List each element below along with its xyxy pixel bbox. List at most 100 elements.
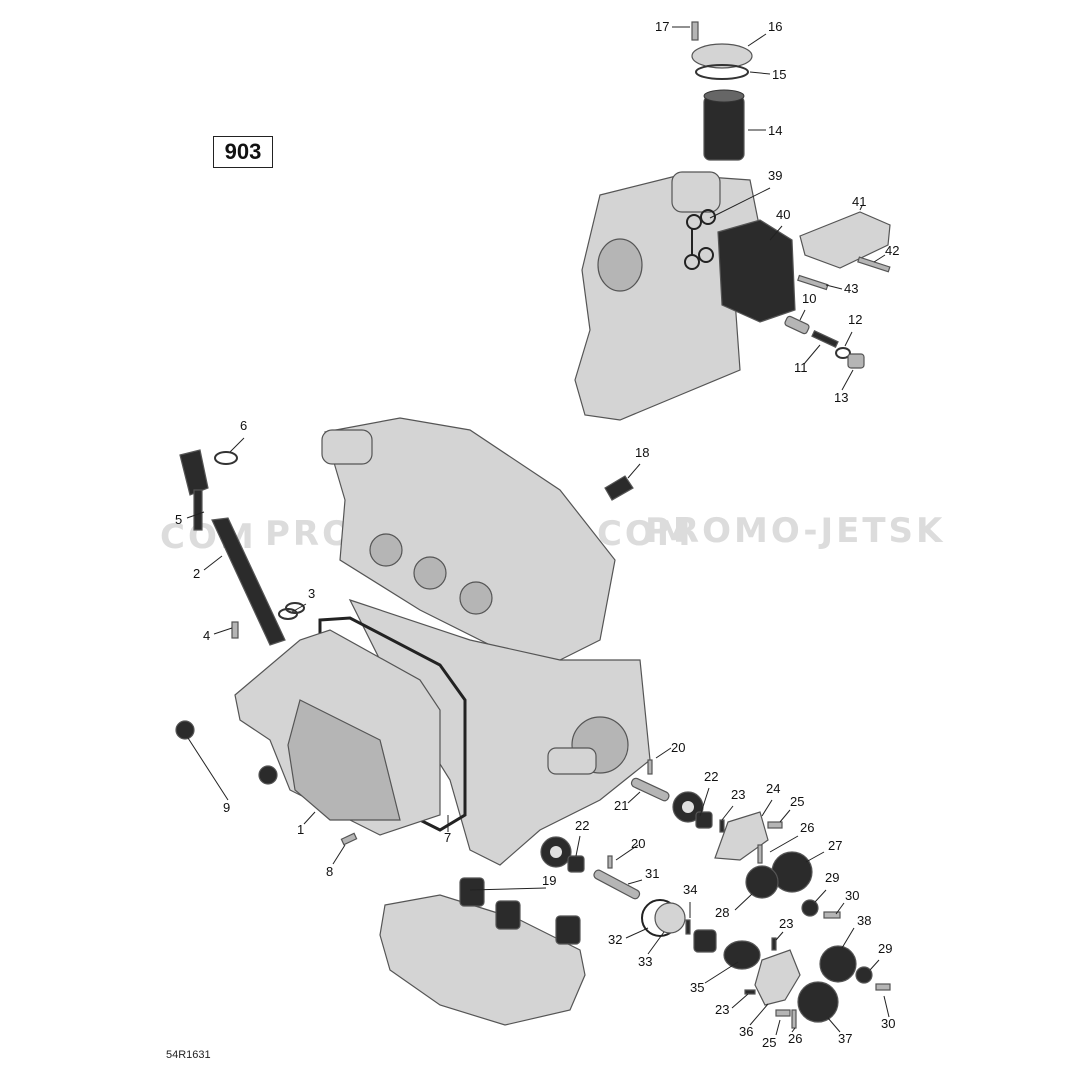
callout-label: 10	[802, 291, 816, 306]
oil-filter-cover-group	[691, 21, 753, 161]
callout-22: 22	[575, 818, 589, 857]
callout-label: 6	[240, 418, 247, 433]
dipstick-5-shape	[179, 449, 209, 496]
leader-line	[859, 205, 863, 211]
leader-line	[186, 511, 205, 519]
leader-line	[469, 887, 547, 891]
leader-line	[814, 889, 827, 903]
callout-label: 40	[776, 207, 790, 222]
callout-label: 14	[768, 123, 782, 138]
rotor-22c-hole-shape	[550, 846, 562, 858]
leader-line	[291, 603, 307, 613]
cooler-40-shape	[717, 219, 796, 323]
leader-line	[841, 927, 855, 949]
leader-line	[625, 927, 649, 939]
callout-31: 31	[627, 866, 659, 885]
callout-label: 25	[790, 794, 804, 809]
callout-16: 16	[747, 19, 782, 47]
gasket-39-shape	[684, 209, 716, 270]
leader-line	[844, 331, 853, 347]
callout-5: 5	[175, 511, 205, 527]
bolt-30b-shape	[875, 983, 891, 991]
leader-line	[769, 835, 799, 853]
gear-28-shape	[745, 865, 779, 899]
callout-29: 29	[869, 941, 892, 971]
pin-26a-shape	[757, 844, 763, 864]
housing-33-shape	[654, 902, 686, 934]
callout-30: 30	[881, 995, 895, 1031]
leader-line	[709, 187, 771, 219]
callout-42: 42	[873, 243, 899, 263]
leader-line	[332, 844, 346, 865]
plug-9a-shape	[175, 720, 195, 740]
callout-22: 22	[699, 769, 718, 817]
pin-34-shape	[685, 919, 691, 935]
shaft-21-shape	[630, 777, 670, 802]
callout-4: 4	[203, 627, 233, 643]
leader-line	[761, 799, 773, 817]
o-ring-3b-shape	[285, 602, 305, 614]
callout-26: 26	[788, 1027, 802, 1046]
callout-23: 23	[715, 993, 749, 1017]
callout-label: 15	[772, 67, 786, 82]
callout-label: 23	[715, 1002, 729, 1017]
drawing-code: 54R1631	[166, 1049, 211, 1061]
callout-label: 34	[683, 882, 697, 897]
callout-label: 32	[608, 932, 622, 947]
cover-16-shape	[691, 43, 753, 69]
bolt-4-shape	[231, 621, 239, 639]
callout-label: 28	[715, 905, 729, 920]
watermark-right: PROMO-JETSK	[645, 511, 945, 551]
rotor-22a-hole-shape	[682, 801, 694, 813]
callout-label: 13	[834, 390, 848, 405]
callout-18: 18	[627, 445, 649, 479]
callout-label: 31	[645, 866, 659, 881]
strainer-19b-shape	[495, 900, 521, 930]
port-3-shape	[459, 581, 493, 615]
callout-39: 39	[709, 168, 782, 219]
callout-label: 23	[779, 916, 793, 931]
callout-label: 5	[175, 512, 182, 527]
callout-26: 26	[769, 820, 814, 853]
callout-25: 25	[779, 794, 804, 823]
callout-23: 23	[775, 916, 793, 941]
housing-port-shape	[597, 238, 643, 292]
callout-35: 35	[690, 961, 739, 995]
callout-label: 27	[828, 838, 842, 853]
pin-23a-shape	[719, 819, 725, 833]
oil-pan-face-shape	[287, 699, 401, 821]
leader-line	[699, 787, 710, 817]
leader-line	[805, 851, 825, 863]
callout-2: 2	[193, 555, 223, 581]
callout-21: 21	[614, 791, 641, 813]
callout-14: 14	[748, 123, 782, 138]
callout-11: 11	[794, 344, 821, 375]
shaft-31-shape	[593, 869, 641, 900]
bolt-42-shape	[857, 256, 891, 273]
oil-pan-group	[234, 616, 467, 836]
callout-label: 20	[671, 740, 685, 755]
gear-37-shape	[797, 981, 839, 1023]
bolt-25a-shape	[767, 821, 783, 829]
leader-line	[655, 747, 672, 759]
leader-line	[627, 463, 641, 479]
gear-38-shape	[819, 945, 857, 983]
callout-label: 12	[848, 312, 862, 327]
inner-rotor-22d-shape	[567, 855, 585, 873]
leader-line	[229, 437, 245, 453]
leader-line	[721, 805, 734, 821]
o-ring-15-shape	[695, 64, 749, 80]
leader-line	[791, 1027, 796, 1033]
callout-27: 27	[805, 838, 842, 863]
callout-label: 39	[768, 168, 782, 183]
cylinder-head-shape	[324, 417, 616, 671]
callout-label: 29	[825, 870, 839, 885]
nut-29a-shape	[801, 899, 819, 917]
callout-label: 42	[885, 243, 899, 258]
leader-line	[769, 225, 783, 241]
callout-label: 2	[193, 566, 200, 581]
leader-line	[835, 902, 845, 915]
leader-line	[203, 555, 223, 571]
callout-7: 7	[444, 815, 451, 845]
callout-label: 18	[635, 445, 649, 460]
